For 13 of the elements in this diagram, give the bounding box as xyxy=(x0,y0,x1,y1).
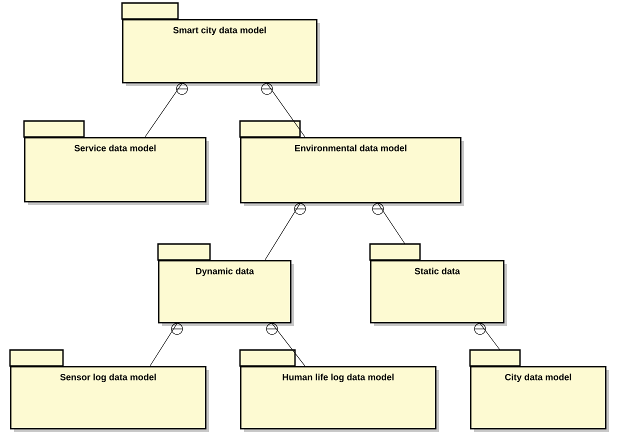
package-box: Smart city data model xyxy=(121,2,320,86)
package-box: Service data model xyxy=(23,120,209,205)
containment-line xyxy=(266,323,306,366)
package-box: Static data xyxy=(369,243,507,326)
containment-line xyxy=(264,203,306,260)
package-box: City data model xyxy=(469,349,609,432)
containment-line xyxy=(150,323,183,366)
containment-line xyxy=(261,83,306,138)
package-box: Human life log data model xyxy=(239,349,439,432)
package-box: Dynamic data xyxy=(157,243,294,326)
package-box: Environmental data model xyxy=(239,120,464,206)
containment-line xyxy=(144,83,188,138)
package-box: Sensor log data model xyxy=(9,349,209,432)
